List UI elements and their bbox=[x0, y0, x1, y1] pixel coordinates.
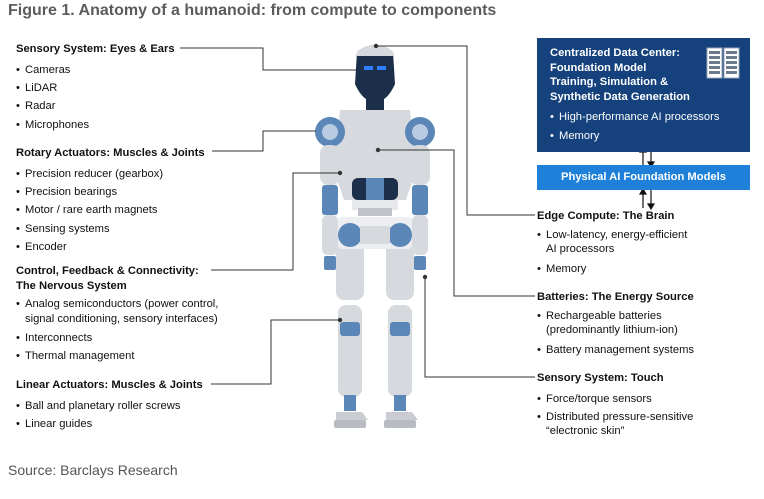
list-item: Precision bearings bbox=[16, 183, 205, 202]
humanoid-robot-illustration bbox=[315, 45, 435, 428]
data-center-heading-line: Training, Simulation & bbox=[550, 76, 669, 89]
rotary-actuators-block: Rotary Actuators: Muscles & Joints Preci… bbox=[16, 146, 205, 257]
edge-compute-block: Edge Compute: The Brain Low-latency, ene… bbox=[537, 209, 687, 278]
list-item: Encoder bbox=[16, 238, 205, 257]
list-item-continued: AI processors bbox=[546, 243, 615, 255]
list-item: Microphones bbox=[16, 116, 175, 135]
data-center-heading-line: Synthetic Data Generation bbox=[550, 90, 690, 103]
block-heading-line2: The Nervous System bbox=[16, 279, 127, 292]
block-heading: Rotary Actuators: Muscles & Joints bbox=[16, 147, 205, 159]
sensory-eyes-ears-block: Sensory System: Eyes & Ears Cameras LiDA… bbox=[16, 42, 175, 135]
connector-lines bbox=[180, 45, 535, 385]
connector-dots bbox=[337, 43, 428, 323]
control-nervous-system-block: Control, Feedback & Connectivity: The Ne… bbox=[16, 264, 218, 366]
list-item: Thermal management bbox=[16, 347, 218, 366]
batteries-block: Batteries: The Energy Source Rechargeabl… bbox=[537, 290, 694, 359]
figure-title: Figure 1. Anatomy of a humanoid: from co… bbox=[8, 2, 497, 19]
list-item-continued: “electronic skin” bbox=[546, 425, 625, 438]
block-heading: Control, Feedback & Connectivity: bbox=[16, 265, 199, 277]
list-item: Ball and planetary roller screws bbox=[16, 397, 203, 416]
list-item: Analog semiconductors (power control, bbox=[16, 297, 218, 312]
list-item-continued: (predominantly lithium-ion) bbox=[546, 324, 678, 336]
list-item: Low-latency, energy-efficient bbox=[537, 228, 687, 243]
list-item: Memory bbox=[537, 260, 687, 279]
list-item: Sensing systems bbox=[16, 220, 205, 239]
list-item-continued: signal conditioning, sensory interfaces) bbox=[25, 312, 218, 325]
list-item: Radar bbox=[16, 97, 175, 116]
source-note: Source: Barclays Research bbox=[8, 462, 178, 478]
list-item: Motor / rare earth magnets bbox=[16, 201, 205, 220]
list-item: High-performance AI processors bbox=[550, 108, 719, 127]
physical-ai-foundation-models-box: Physical AI Foundation Models bbox=[537, 165, 750, 190]
list-item: Linear guides bbox=[16, 415, 203, 434]
list-item: Battery management systems bbox=[537, 341, 694, 360]
list-item: Rechargeable batteries bbox=[537, 309, 694, 324]
list-item: Distributed pressure-sensitive bbox=[537, 410, 693, 425]
list-item: Precision reducer (gearbox) bbox=[16, 165, 205, 184]
server-rack-icon bbox=[706, 47, 740, 79]
list-item: LiDAR bbox=[16, 79, 175, 98]
sensory-touch-block: Sensory System: Touch Force/torque senso… bbox=[537, 371, 693, 442]
block-heading: Edge Compute: The Brain bbox=[537, 210, 675, 222]
block-heading: Batteries: The Energy Source bbox=[537, 291, 694, 303]
linear-actuators-block: Linear Actuators: Muscles & Joints Ball … bbox=[16, 378, 203, 434]
block-heading: Linear Actuators: Muscles & Joints bbox=[16, 379, 203, 391]
block-heading: Sensory System: Eyes & Ears bbox=[16, 43, 175, 55]
block-heading: Sensory System: Touch bbox=[537, 372, 664, 384]
list-item: Force/torque sensors bbox=[537, 390, 693, 409]
data-center-heading-line: Foundation Model bbox=[550, 61, 647, 74]
data-center-heading: Centralized Data Center: Foundation Mode… bbox=[550, 46, 715, 104]
list-item: Interconnects bbox=[16, 329, 218, 348]
list-item: Cameras bbox=[16, 61, 175, 80]
data-center-heading-line: Centralized Data Center: bbox=[550, 47, 680, 59]
list-item: Memory bbox=[550, 127, 719, 146]
